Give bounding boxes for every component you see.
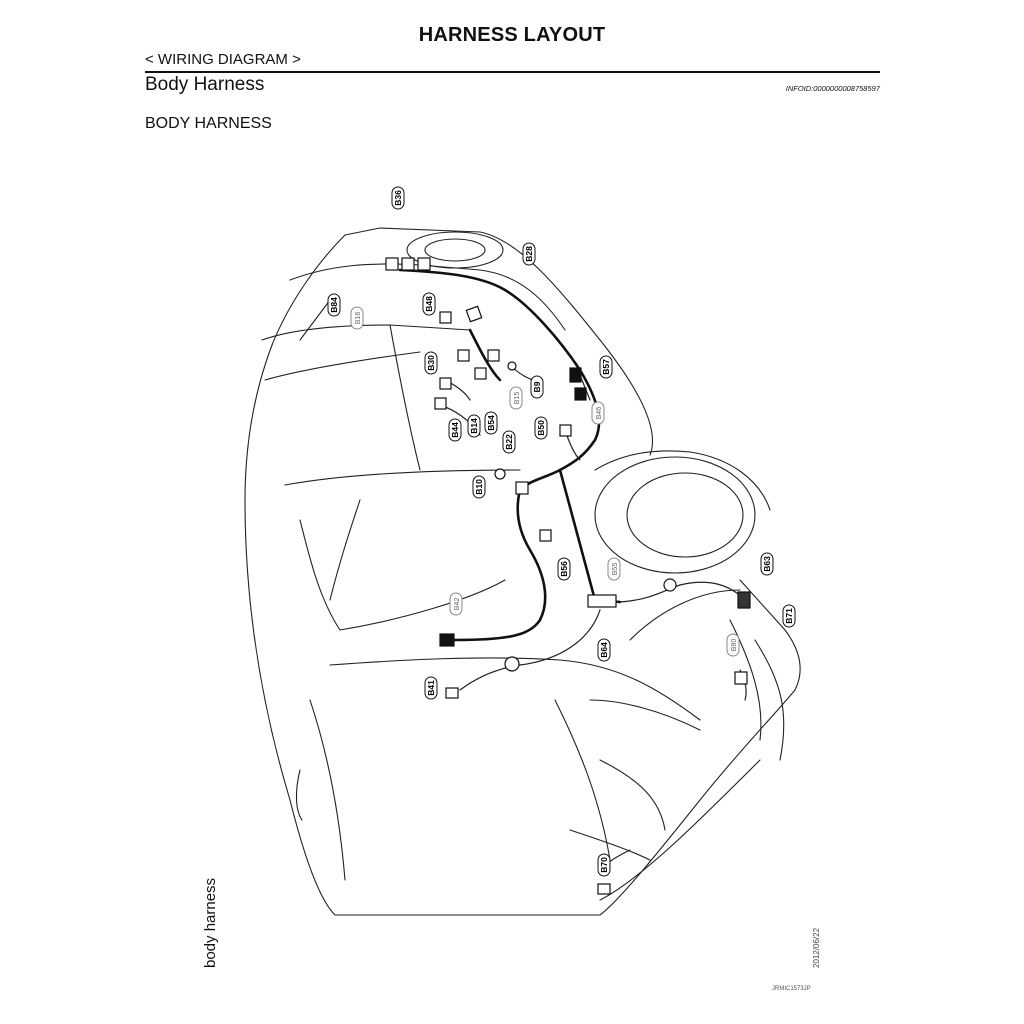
connector-tag-outline xyxy=(591,401,605,425)
connector-tag-b16: B16 xyxy=(350,306,364,330)
connector-tag-label: B42 xyxy=(454,598,461,611)
connector-tag-outline xyxy=(726,633,740,657)
connector-tag-b55: B55 xyxy=(607,557,621,581)
connector-tag-outline xyxy=(782,604,796,628)
connector-tag-label: B57 xyxy=(601,359,611,375)
connector-tag-outline xyxy=(522,242,536,266)
side-label: body harness xyxy=(202,877,219,968)
connector-tag-b44: B44 xyxy=(448,418,462,442)
section-label: < WIRING DIAGRAM > xyxy=(145,51,301,68)
connector-tag-outline xyxy=(557,557,571,581)
connector-tag-b36: B36 xyxy=(391,186,405,210)
connector-tag-label: B46 xyxy=(596,407,603,420)
connector-tag-label: B44 xyxy=(450,422,460,438)
connector-tag-outline xyxy=(327,293,341,317)
connector-tag-label: B71 xyxy=(784,608,794,624)
connector-tag-outline xyxy=(760,552,774,576)
connector-tag-b63: B63 xyxy=(760,552,774,576)
connector-tag-label: B36 xyxy=(393,190,403,206)
connector-tag-label: B84 xyxy=(329,297,339,313)
connector-tag-label: B10 xyxy=(474,479,484,495)
connector-tag-label: B50 xyxy=(536,420,546,436)
connector-tag-b22: B22 xyxy=(502,430,516,454)
connector-tag-outline xyxy=(607,557,621,581)
connector-tag-label: B16 xyxy=(355,312,362,325)
connector-tag-outline xyxy=(424,351,438,375)
connector-tag-outline xyxy=(424,676,438,700)
connector-tag-outline xyxy=(530,375,544,399)
connector-tag-b57: B57 xyxy=(599,355,613,379)
connector-tag-outline xyxy=(502,430,516,454)
connector-tag-outline xyxy=(597,853,611,877)
connector-tag-b46: B46 xyxy=(591,401,605,425)
harness-wires xyxy=(398,268,622,642)
connector-tag-label: B54 xyxy=(486,415,496,431)
connector-tag-b84: B84 xyxy=(327,293,341,317)
connector-tag-outline xyxy=(534,416,548,440)
connector-tag-b54: B54 xyxy=(484,411,498,435)
connector-tag-label: B28 xyxy=(524,246,534,262)
diagram-date: 2012/06/22 xyxy=(812,927,821,968)
diagram-heading: BODY HARNESS xyxy=(145,115,272,132)
connector-tag-outline xyxy=(467,414,481,438)
connector-tag-b42: B42 xyxy=(449,592,463,616)
connector-tag-label: B14 xyxy=(469,418,479,434)
connector-tag-b50: B50 xyxy=(534,416,548,440)
connector-tag-label: B15 xyxy=(514,392,521,405)
connector-tag-label: B9 xyxy=(532,381,542,392)
connector-bodies xyxy=(385,257,751,895)
connector-tag-outline xyxy=(509,386,523,410)
connector-tag-label: B22 xyxy=(504,434,514,450)
connector-tag-outline xyxy=(449,592,463,616)
info-id: INFOID:0000000008758597 xyxy=(785,84,880,93)
connector-tag-b48: B48 xyxy=(422,292,436,316)
connector-tag-label: B63 xyxy=(762,556,772,572)
connector-tag-b70: B70 xyxy=(597,853,611,877)
connector-tag-label: B55 xyxy=(612,563,619,576)
connector-tag-b10: B10 xyxy=(472,475,486,499)
header-rule xyxy=(145,71,880,73)
connector-tag-b28: B28 xyxy=(522,242,536,266)
connector-tag-label: B56 xyxy=(559,561,569,577)
connector-tag-outline xyxy=(350,306,364,330)
connector-tag-b14: B14 xyxy=(467,414,481,438)
connector-tag-outline xyxy=(391,186,405,210)
connector-tag-outline xyxy=(599,355,613,379)
connector-tag-b9: B9 xyxy=(530,375,544,399)
figure-id: JRMIC1573JP xyxy=(772,986,811,992)
connector-tag-b64: B64 xyxy=(597,638,611,662)
connector-tag-label: B70 xyxy=(599,857,609,873)
connector-tag-label: B30 xyxy=(426,355,436,371)
connector-tag-outline xyxy=(484,411,498,435)
page-subtitle: Body Harness xyxy=(145,74,265,95)
connector-tag-b71: B71 xyxy=(782,604,796,628)
page-title: HARNESS LAYOUT xyxy=(418,24,606,46)
connector-tag-outline xyxy=(422,292,436,316)
connector-tag-outline xyxy=(597,638,611,662)
connector-tag-label: B64 xyxy=(599,642,609,658)
connector-tag-label: B48 xyxy=(424,296,434,312)
connector-tag-b15: B15 xyxy=(509,386,523,410)
connector-tag-label: B41 xyxy=(426,680,436,696)
connector-tag-b56: B56 xyxy=(557,557,571,581)
connector-tag-b41: B41 xyxy=(424,676,438,700)
connector-tag-outline xyxy=(472,475,486,499)
connector-tag-b80: B80 xyxy=(726,633,740,657)
connector-tag-b30: B30 xyxy=(424,351,438,375)
connector-tag-outline xyxy=(448,418,462,442)
vehicle-outline xyxy=(244,227,801,916)
connector-tag-label: B80 xyxy=(731,639,738,652)
